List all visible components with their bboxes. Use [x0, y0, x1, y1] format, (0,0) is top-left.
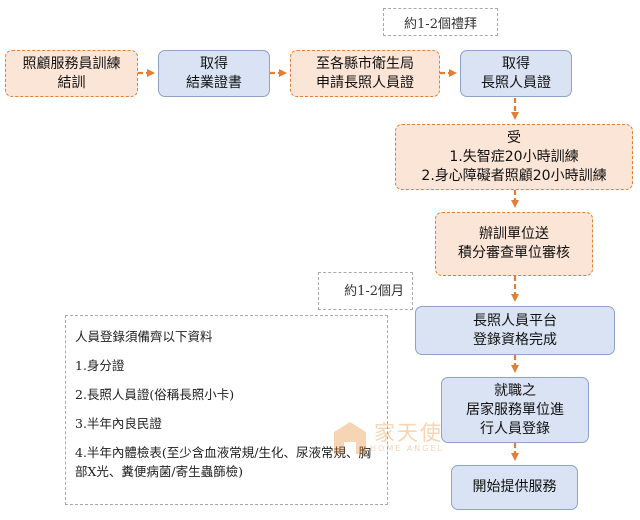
watermark-sub: HOME ANGEL: [370, 444, 444, 453]
required-document-item: 1.身分證: [75, 358, 125, 373]
watermark-name: 家天使: [374, 421, 443, 445]
required-document-item: 2.長照人員證(俗稱長照小卡): [75, 387, 235, 402]
node-platform-registration-label: 長照人員平台 登錄資格完成: [473, 312, 557, 348]
node-apply-ltc-id-label: 至各縣市衛生局 申請長照人員證: [316, 55, 414, 91]
node-start-service: 開始提供服務: [451, 465, 578, 510]
node-submit-credit-review: 辦訓單位送 積分審查單位審核: [435, 212, 593, 276]
note-about-weeks: 約1-2個禮拜: [383, 8, 498, 36]
node-apply-ltc-id: 至各縣市衛生局 申請長照人員證: [290, 50, 440, 97]
required-documents-title: 人員登錄須備齊以下資料: [75, 329, 213, 344]
node-employer-registration: 就職之 居家服務單位進 行人員登錄: [441, 377, 589, 443]
node-employer-registration-label: 就職之 居家服務單位進 行人員登錄: [466, 382, 564, 437]
required-documents-box: 人員登錄須備齊以下資料 1.身分證 2.長照人員證(俗稱長照小卡) 3.半年內良…: [65, 315, 388, 505]
node-caregiver-training: 照顧服務員訓練 結訓: [5, 50, 138, 97]
node-receive-training-label: 受 1.失智症20小時訓練 2.身心障礙者照顧20小時訓練: [421, 129, 607, 184]
node-obtain-completion-cert-label: 取得 結業證書: [186, 55, 242, 91]
node-obtain-ltc-id-label: 取得 長照人員證: [481, 55, 551, 91]
node-obtain-completion-cert: 取得 結業證書: [158, 50, 270, 97]
node-submit-credit-review-label: 辦訓單位送 積分審查單位審核: [458, 226, 570, 261]
node-start-service-label: 開始提供服務: [472, 479, 557, 495]
note-about-months: 約1-2個月: [318, 272, 413, 310]
watermark-logo: 家天使 HOME ANGEL: [330, 418, 444, 458]
note-about-months-text: 約1-2個月: [344, 284, 404, 299]
node-platform-registration: 長照人員平台 登錄資格完成: [415, 306, 615, 355]
required-document-item: 4.半年內體檢表(至少含血液常規/生化、尿液常規、胸部X光、糞便病菌/寄生蟲篩檢…: [75, 445, 372, 479]
node-obtain-ltc-id: 取得 長照人員證: [460, 50, 572, 97]
node-receive-training: 受 1.失智症20小時訓練 2.身心障礙者照顧20小時訓練: [395, 124, 633, 190]
home-angel-logo-icon: [334, 422, 366, 454]
required-document-item: 3.半年內良民證: [75, 416, 162, 431]
note-about-weeks-text: 約1-2個禮拜: [404, 16, 477, 32]
node-caregiver-training-label: 照顧服務員訓練 結訓: [22, 55, 121, 91]
